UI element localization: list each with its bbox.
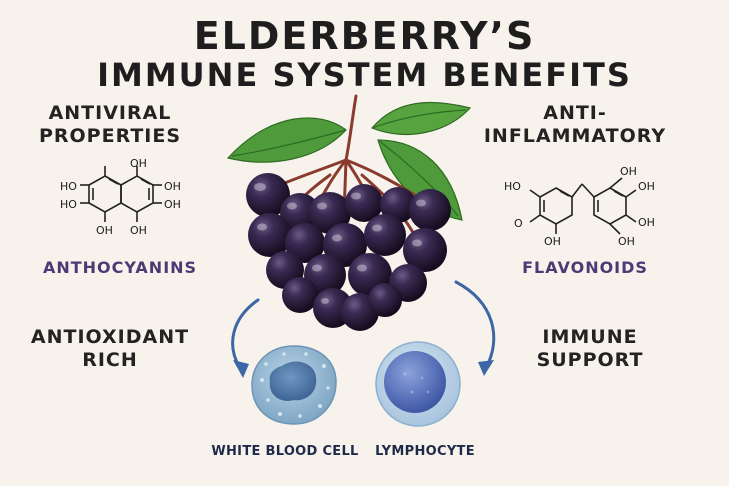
antiviral-label: ANTIVIRAL PROPERTIES <box>10 102 210 148</box>
white-blood-cell-icon <box>251 345 337 425</box>
anti-inflammatory-label: ANTI- INFLAMMATORY <box>470 102 680 148</box>
lymphocyte-label: LYMPHOCYTE <box>375 444 475 459</box>
oh-group: OH <box>130 157 147 170</box>
flavonoid-molecule-icon <box>529 177 637 235</box>
arrowhead-icon <box>233 360 494 378</box>
oh-group: OH <box>638 180 655 193</box>
anti-inflammatory-label-line2: INFLAMMATORY <box>483 125 667 147</box>
immune-support-label: IMMUNE SUPPORT <box>505 326 675 372</box>
oh-group: OH <box>618 235 635 248</box>
anthocyanin-groups: OH HO OH HO OH OH OH <box>60 157 181 237</box>
anthocyanin-molecule-icon <box>80 166 162 222</box>
antioxidant-label: ANTIOXIDANT RICH <box>20 326 200 372</box>
anti-inflammatory-label-line1: ANTI- <box>543 102 607 124</box>
flavonoid-groups: HO O OH OH OH OH OH <box>504 165 655 248</box>
oh-group: OH <box>638 216 655 229</box>
anthocyanins-label: ANTHOCYANINS <box>42 258 198 277</box>
white-blood-cell-label: WHITE BLOOD CELL <box>211 444 359 459</box>
oh-group: OH <box>164 180 181 193</box>
oh-group: OH <box>620 165 637 178</box>
oh-group: OH <box>130 224 147 237</box>
title-line-2: IMMUNE SYSTEM BENEFITS <box>97 56 632 94</box>
lymphocyte-icon <box>375 341 461 427</box>
antioxidant-label-line1: ANTIOXIDANT <box>30 326 190 348</box>
antiviral-label-line2: PROPERTIES <box>38 125 182 147</box>
oh-group: OH <box>544 235 561 248</box>
antiviral-label-line1: ANTIVIRAL <box>48 102 172 124</box>
immune-support-label-line2: SUPPORT <box>536 349 644 371</box>
elderberry-cluster-icon <box>246 173 451 331</box>
ho-group: HO <box>504 180 521 193</box>
oh-group: OH <box>96 224 113 237</box>
ho-group: HO <box>60 180 77 193</box>
ho-group: HO <box>60 198 77 211</box>
oh-group: OH <box>164 198 181 211</box>
immune-support-label-line1: IMMUNE <box>542 326 638 348</box>
o-group: O <box>514 217 523 230</box>
antioxidant-label-line2: RICH <box>82 349 138 371</box>
flavonoids-label: FLAVONOIDS <box>522 258 648 277</box>
title-line-1: ELDERBERRY’S <box>193 14 536 58</box>
